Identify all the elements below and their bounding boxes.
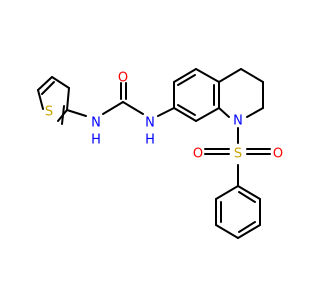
benzene-bond-double <box>177 74 196 86</box>
thiophene-bond <box>66 87 70 111</box>
phenyl-bond <box>237 185 261 200</box>
left-nitrogen-hydrogen-label: H <box>91 133 101 148</box>
benzene-bond <box>173 68 197 83</box>
urea-bond <box>122 101 144 115</box>
thiophene-amide-bond <box>66 109 87 117</box>
ring-nitrogen-label: N <box>233 114 243 129</box>
saturated-ring-bond <box>218 68 242 83</box>
thiophene-sulfur-label: S <box>45 105 53 120</box>
aryl-amide-bond <box>157 107 175 117</box>
saturated-ring-bond <box>218 107 230 118</box>
bonds <box>37 68 271 239</box>
phenyl-bond-double <box>238 221 256 233</box>
benzene-bond <box>195 68 220 83</box>
urea-oxygen-label: O <box>118 71 128 86</box>
benzene-bond <box>195 107 220 122</box>
benzene-bond-double <box>177 104 196 116</box>
molecule-canvas: O N H N H S N S O O <box>37 68 284 239</box>
sulfonyl-sulfur-label: S <box>234 147 242 162</box>
chemical-structure-diagram: O N H N H S N S O O <box>37 68 283 239</box>
phenyl-bond-double <box>238 191 256 203</box>
urea-bond <box>102 101 124 115</box>
thiophene-bond <box>57 109 68 122</box>
thiophene-bond <box>37 89 44 110</box>
phenyl-bond <box>215 224 239 239</box>
saturated-ring-bond <box>240 68 264 83</box>
phenyl-bond <box>215 185 239 200</box>
right-nitrogen-hydrogen-label: H <box>145 133 155 148</box>
thiophene-bond-double <box>41 81 55 95</box>
atom-labels: O N H N H S N S O O <box>45 71 283 162</box>
benzene-bond <box>173 107 197 122</box>
left-nitrogen-label: N <box>91 116 101 131</box>
sulfonyl-oxygen-right-label: O <box>273 147 283 162</box>
right-nitrogen-label: N <box>145 116 155 131</box>
thiophene-bond <box>37 76 53 91</box>
sulfonyl-oxygen-left-label: O <box>193 147 203 162</box>
thiophene-bond <box>51 76 70 89</box>
saturated-ring-bond <box>246 107 264 118</box>
phenyl-bond <box>237 224 261 239</box>
